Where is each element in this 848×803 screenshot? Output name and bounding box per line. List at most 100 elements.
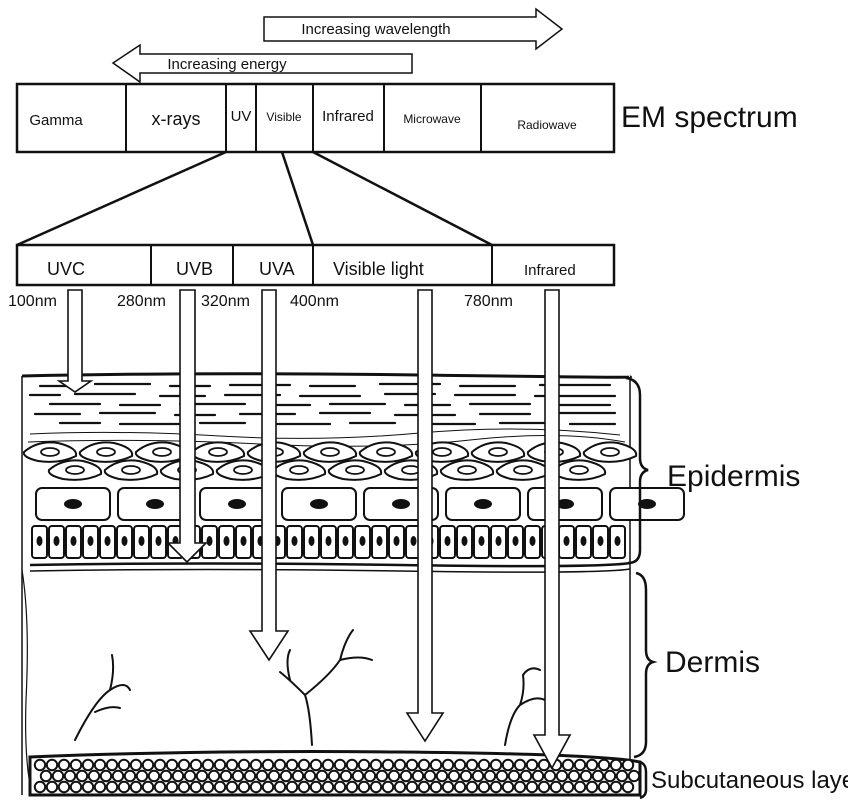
band-gamma: Gamma [29,112,83,129]
fat-cell [467,782,477,792]
band-microwave: Microwave [403,112,461,126]
fat-cell [119,782,129,792]
fat-cell [353,771,363,781]
fat-cell [395,782,405,792]
fat-cell [383,760,393,770]
basal-cell [304,526,319,558]
fat-cell [443,760,453,770]
basal-cell [372,526,387,558]
fat-cell [491,782,501,792]
fat-cell [509,771,519,781]
fat-cell [179,782,189,792]
fat-cell [539,782,549,792]
fat-cell [455,782,465,792]
spinous-cell [49,460,101,479]
basal-cell [202,526,217,558]
basal-cell [559,526,574,558]
fat-cell [611,760,621,770]
fat-cell [443,782,453,792]
fat-cell [311,760,321,770]
fat-cell [275,782,285,792]
fat-cell [71,760,81,770]
fat-cell [53,771,63,781]
fat-cell [347,782,357,792]
fat-cell [203,760,213,770]
basal-cell-row [32,526,625,558]
fat-cell [89,771,99,781]
fat-cell [263,782,273,792]
fat-cell [551,782,561,792]
basal-cell [491,526,506,558]
basal-cell [83,526,98,558]
fat-cell [407,760,417,770]
subband-uva: UVA [259,259,295,279]
uvb-arrow [168,290,206,562]
fat-cell [611,782,621,792]
fat-cell [95,760,105,770]
basal-cell [321,526,336,558]
fat-cell [371,782,381,792]
fat-cell [581,771,591,781]
basal-cell [287,526,302,558]
fat-cell [185,771,195,781]
skin-cross-section [22,374,630,795]
fat-cell [155,760,165,770]
fat-cell [491,760,501,770]
fat-cell [149,771,159,781]
fat-cells [35,760,639,792]
fat-cell [629,771,639,781]
basal-cell [593,526,608,558]
fat-cell [485,771,495,781]
fat-cell [215,760,225,770]
fat-cell [323,782,333,792]
spinous-cell [273,460,325,479]
fat-cell [347,760,357,770]
fat-cell [251,782,261,792]
fat-cell [173,771,183,781]
fat-cell [419,760,429,770]
subband-bar: UVC UVB UVA Visible light Infrared [17,245,614,285]
basal-cell [576,526,591,558]
wavelength-100nm: 100nm [8,293,57,310]
basal-cell [236,526,251,558]
band-uv: UV [231,108,252,125]
fat-cell [71,782,81,792]
basal-cell [440,526,455,558]
fat-cell [383,782,393,792]
fat-cell [269,771,279,781]
fat-cell [239,782,249,792]
fat-cell [203,782,213,792]
fat-cell [545,771,555,781]
subband-infrared: Infrared [524,262,576,279]
fat-cell [455,760,465,770]
fat-cell [263,760,273,770]
basal-cell [474,526,489,558]
fat-cell [359,782,369,792]
fat-cell [377,771,387,781]
fat-cell [599,782,609,792]
fat-cell [221,771,231,781]
fat-cell [527,782,537,792]
fat-cell [113,771,123,781]
fat-cell [503,782,513,792]
prickle-cell [282,488,356,520]
fat-cell [329,771,339,781]
spinous-cell [304,442,356,461]
fat-cell [35,760,45,770]
fat-cell [473,771,483,781]
fat-cell [527,760,537,770]
fat-cell [107,782,117,792]
fat-cell [449,771,459,781]
fat-cell [125,771,135,781]
fat-cell [287,760,297,770]
band-infrared: Infrared [322,108,374,125]
prickle-cell-row [36,488,684,520]
basal-cell [49,526,64,558]
fat-cell [245,771,255,781]
fat-cell [593,771,603,781]
fat-cell [587,760,597,770]
fat-cell [299,760,309,770]
fat-cell [341,771,351,781]
spinous-cell [80,442,132,461]
fat-cell [563,782,573,792]
